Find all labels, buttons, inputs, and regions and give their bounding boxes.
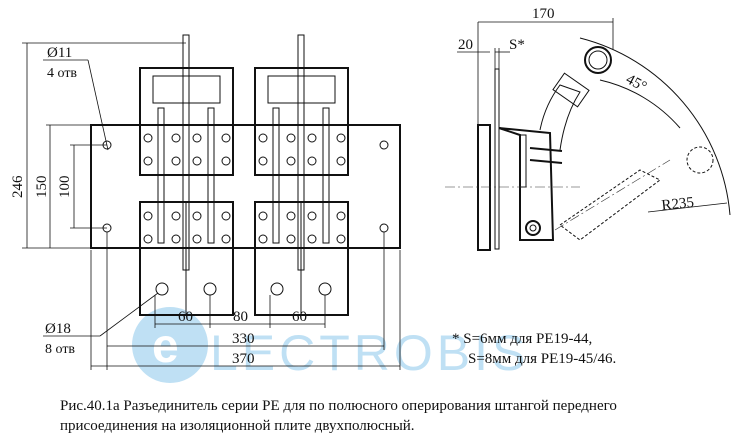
pole-left	[139, 34, 234, 316]
pole-right	[254, 34, 349, 316]
caption-line1: Рис.40.1а Разъединитель серии РЕ для по …	[60, 398, 617, 414]
radius-r235: R235	[661, 195, 695, 214]
hole-large-label: Ø18	[45, 321, 71, 337]
watermark-logo: e LECTROBIS	[132, 307, 529, 383]
dim-80: 80	[233, 309, 248, 325]
figure-caption: Рис.40.1а Разъединитель серии РЕ для по …	[60, 396, 740, 436]
dim-370: 370	[232, 351, 255, 367]
angle-45: 45°	[623, 71, 649, 95]
hole-small-count: 4 отв	[47, 66, 77, 81]
dim-246: 246	[10, 175, 26, 198]
dim-100: 100	[57, 176, 73, 199]
mounting-holes	[102, 140, 389, 233]
dim-150: 150	[34, 176, 50, 199]
dim-20: 20	[458, 37, 473, 53]
dim-s: S*	[509, 37, 525, 53]
insulation-plate	[90, 124, 401, 249]
svg-text:e: e	[152, 320, 179, 373]
dim-330: 330	[232, 331, 255, 347]
svg-text:LECTROBIS: LECTROBIS	[210, 325, 529, 381]
caption-line2: присоединения на изоляционной плите двух…	[60, 418, 415, 434]
dim-170: 170	[532, 6, 555, 22]
footnote-line2: S=8мм для РЕ19-45/46.	[468, 351, 616, 367]
side-view	[445, 37, 731, 251]
dim-60-right: 60	[292, 309, 307, 325]
side-dimensions	[457, 18, 728, 213]
front-dimensions	[22, 42, 401, 370]
hole-large-count: 8 отв	[45, 342, 75, 357]
footnote-line1: * S=6мм для РЕ19-44,	[452, 331, 592, 347]
dim-60-left: 60	[178, 309, 193, 325]
hole-small-label: Ø11	[47, 45, 72, 61]
